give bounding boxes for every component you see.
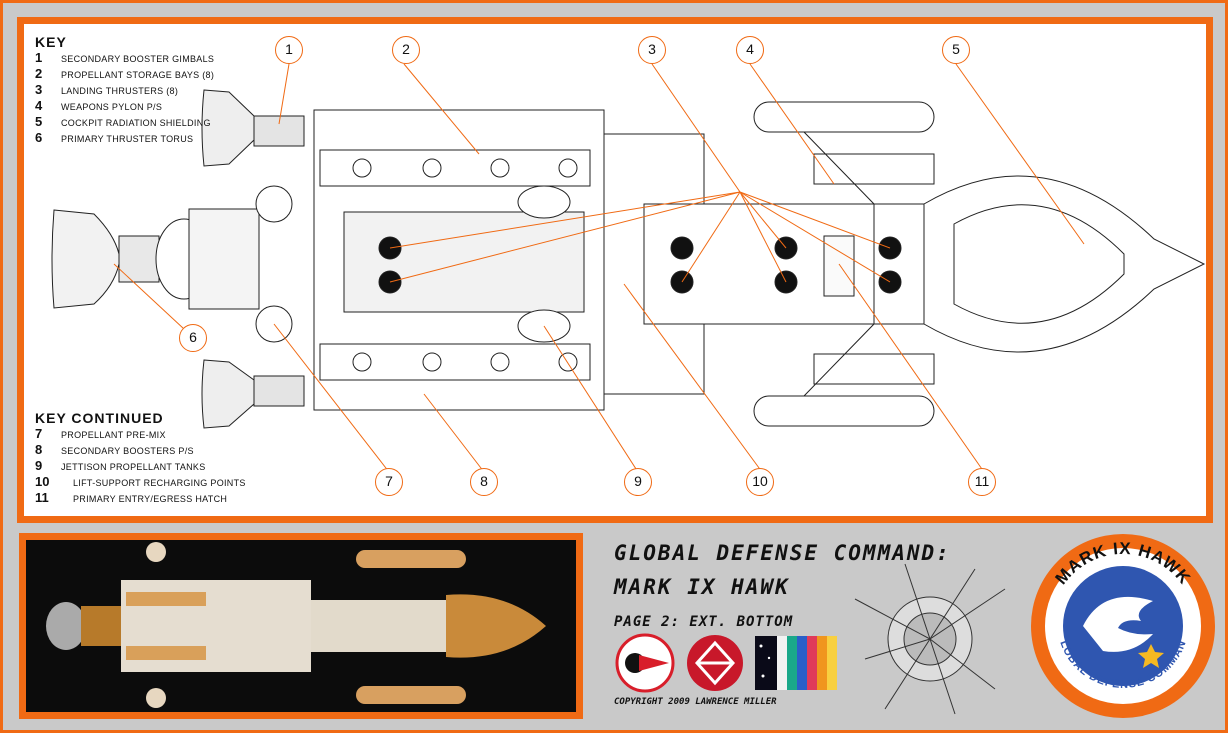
key-num: 10 bbox=[35, 474, 50, 489]
key-item: 3 LANDING THRUSTERS (8) bbox=[35, 82, 214, 98]
key-label: LIFT-SUPPORT RECHARGING POINTS bbox=[73, 478, 246, 488]
title-line-3: PAGE 2: EXT. BOTTOM bbox=[614, 614, 794, 630]
badge-center bbox=[1063, 566, 1183, 686]
key-label: PRIMARY ENTRY/EGRESS HATCH bbox=[73, 494, 228, 504]
title-line-2: MARK IX HAWK bbox=[614, 575, 790, 599]
key-item: 10 LIFT-SUPPORT RECHARGING POINTS bbox=[35, 474, 246, 490]
key-heading: KEY bbox=[35, 34, 67, 50]
callout-9: 9 bbox=[624, 468, 652, 496]
model-photo bbox=[26, 540, 576, 712]
copyright-text: COPYRIGHT 2009 LAWRENCE MILLER bbox=[614, 697, 777, 707]
callout-4: 4 bbox=[736, 36, 764, 64]
red-diamond-insignia-icon bbox=[687, 635, 743, 691]
key-label: JETTISON PROPELLANT TANKS bbox=[61, 462, 206, 472]
svg-text:MARK IX HAWK: MARK IX HAWK bbox=[1052, 539, 1195, 588]
callout-11: 11 bbox=[968, 468, 996, 496]
key-num: 2 bbox=[35, 66, 43, 81]
ship-drawing bbox=[51, 63, 1206, 473]
model-photo-panel bbox=[19, 533, 583, 719]
callout-6: 6 bbox=[179, 324, 207, 352]
key-label: SECONDARY BOOSTER GIMBALS bbox=[61, 54, 215, 64]
key-num: 4 bbox=[35, 98, 43, 113]
callout-1: 1 bbox=[275, 36, 303, 64]
callout-8: 8 bbox=[470, 468, 498, 496]
key-num: 9 bbox=[35, 458, 43, 473]
key-label: WEAPONS PYLON P/S bbox=[61, 102, 163, 112]
key-label: PROPELLANT STORAGE BAYS (8) bbox=[61, 70, 215, 80]
callout-7: 7 bbox=[375, 468, 403, 496]
key-label: COCKPIT RADIATION SHIELDING bbox=[61, 118, 211, 128]
key-item: 8 SECONDARY BOOSTERS P/S bbox=[35, 442, 246, 458]
key-num: 11 bbox=[35, 490, 49, 505]
key-label: SECONDARY BOOSTERS P/S bbox=[61, 446, 194, 456]
key-item: 4 WEAPONS PYLON P/S bbox=[35, 98, 214, 114]
key-item: 7 PROPELLANT PRE-MIX bbox=[35, 426, 246, 442]
badge-top-text: MARK IX HAWK bbox=[1052, 539, 1194, 588]
key-num: 5 bbox=[35, 114, 43, 129]
badge-lettering: MARK IX HAWK GLOBAL DEFENSE COMMAND bbox=[1031, 534, 1195, 691]
key-continued-legend: KEY CONTINUED 7 PROPELLANT PRE-MIX 8 SECON… bbox=[35, 410, 246, 506]
key-num: 7 bbox=[35, 426, 43, 441]
key-item: 5 COCKPIT RADIATION SHIELDING bbox=[35, 114, 214, 130]
key-num: 1 bbox=[35, 50, 43, 65]
key-continued-heading: KEY CONTINUED bbox=[35, 410, 164, 426]
color-swatch-strip-icon bbox=[755, 636, 837, 690]
key-label: PRIMARY THRUSTER TORUS bbox=[61, 134, 194, 144]
callout-3: 3 bbox=[638, 36, 666, 64]
key-item: 6 PRIMARY THRUSTER TORUS bbox=[35, 130, 214, 146]
callout-10: 10 bbox=[746, 468, 774, 496]
key-item: 2 PROPELLANT STORAGE BAYS (8) bbox=[35, 66, 214, 82]
red-arrow-insignia-icon bbox=[615, 633, 675, 693]
key-label: LANDING THRUSTERS (8) bbox=[61, 86, 179, 96]
title-line-1: GLOBAL DEFENSE COMMAND: bbox=[614, 541, 951, 565]
ship-diagram-thumbnail-icon bbox=[854, 563, 1006, 715]
mark-ix-hawk-badge: MARK IX HAWK GLOBAL DEFENSE COMMAND bbox=[1031, 534, 1215, 718]
callout-5: 5 bbox=[942, 36, 970, 64]
key-num: 6 bbox=[35, 130, 43, 145]
callout-2: 2 bbox=[392, 36, 420, 64]
eagle-head-icon bbox=[1083, 596, 1164, 668]
key-num: 8 bbox=[35, 442, 43, 457]
key-label: PROPELLANT PRE-MIX bbox=[61, 430, 166, 440]
key-num: 3 bbox=[35, 82, 43, 97]
key-item: 11 PRIMARY ENTRY/EGRESS HATCH bbox=[35, 490, 246, 506]
key-item: 9 JETTISON PROPELLANT TANKS bbox=[35, 458, 246, 474]
key-item: 1 SECONDARY BOOSTER GIMBALS bbox=[35, 50, 214, 66]
key-legend: KEY 1 SECONDARY BOOSTER GIMBALS 2 PROPELLA… bbox=[35, 34, 214, 146]
